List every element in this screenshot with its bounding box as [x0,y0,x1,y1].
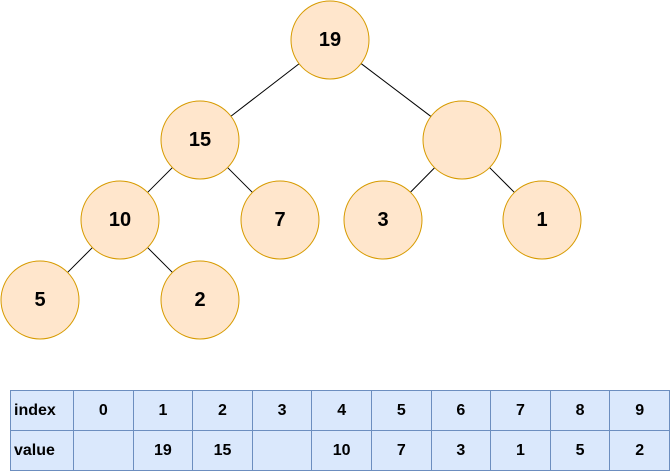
tree-node-1: 15 [160,100,240,180]
tree-node-label: 1 [536,209,547,231]
tree-node-label: 2 [194,289,205,311]
tree-node-label: 10 [109,209,131,231]
tree-edge-0-1 [230,63,300,117]
tree-node-circle [240,180,320,260]
tree-node-circle [343,180,423,260]
tree-edge-3-8 [147,247,173,273]
tree-node-0: 19 [290,0,370,80]
tree-node-label: 5 [34,289,45,311]
tree-node-label: 19 [319,29,341,51]
tree-node-3: 10 [80,180,160,260]
tree-edge-3-7 [67,247,93,273]
tree-edge-1-4 [227,167,253,193]
index-cell-5: 5 [370,390,432,431]
value-cell-0 [73,430,134,471]
index-row-label: index [10,390,74,431]
index-cell-9: 9 [609,390,670,431]
tree-node-2 [422,100,502,180]
tree-node-circle [422,100,502,180]
value-cell-1: 19 [132,430,194,471]
tree-node-circle [160,260,240,340]
index-cell-0: 0 [73,390,134,431]
value-row-label: value [10,430,74,471]
tree-edge-1-3 [147,167,173,193]
heap-array-table: index 0 1 2 3 4 5 6 7 8 9 value 19 15 10… [10,390,670,471]
tree-node-7: 5 [0,260,80,340]
value-row: value 19 15 10 7 3 1 5 2 [10,430,670,471]
tree-node-6: 1 [502,180,582,260]
index-cell-6: 6 [430,390,492,431]
value-cell-4: 10 [311,430,372,471]
tree-node-circle [160,100,240,180]
tree-node-8: 2 [160,260,240,340]
tree-edges [67,63,515,273]
tree-node-4: 7 [240,180,320,260]
tree-node-circle [502,180,582,260]
tree-node-label: 3 [377,209,388,231]
tree-node-circle [0,260,80,340]
tree-node-circle [290,0,370,80]
tree-node-5: 3 [343,180,423,260]
value-cell-6: 3 [430,430,492,471]
index-cell-3: 3 [251,390,313,431]
value-cell-2: 15 [192,430,253,471]
tree-node-circle [80,180,160,260]
value-cell-7: 1 [490,430,551,471]
value-cell-3 [251,430,313,471]
value-cell-5: 7 [370,430,432,471]
value-cell-8: 5 [549,430,611,471]
value-cell-9: 2 [609,430,670,471]
index-cell-8: 8 [549,390,611,431]
tree-edge-2-6 [489,167,515,193]
tree-node-label: 7 [274,209,285,231]
index-cell-1: 1 [132,390,194,431]
tree-node-label: 15 [189,129,211,151]
index-cell-2: 2 [192,390,253,431]
index-cell-7: 7 [490,390,551,431]
tree-edge-2-5 [410,167,435,193]
index-row: index 0 1 2 3 4 5 6 7 8 9 [10,390,670,431]
index-cell-4: 4 [311,390,372,431]
tree-edge-0-2 [360,63,432,117]
